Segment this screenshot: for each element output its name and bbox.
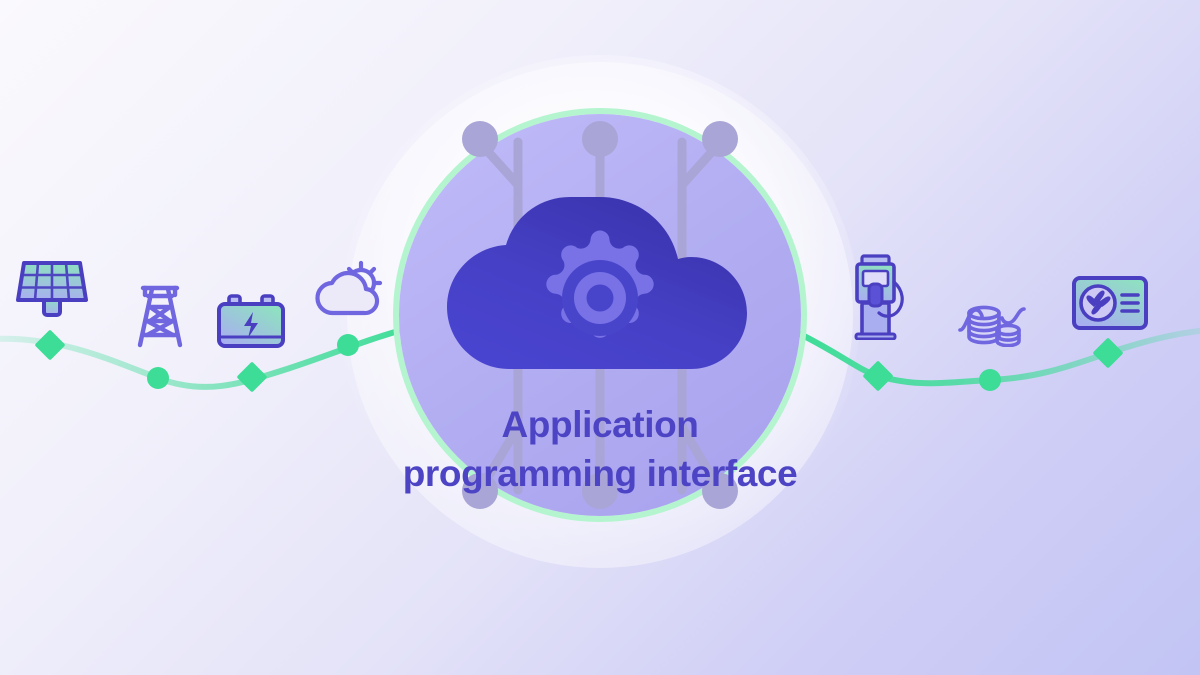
timeline-marker-5	[863, 361, 893, 391]
page-title-line1: Application	[501, 404, 699, 445]
solar-panel-icon	[14, 256, 90, 322]
circuit-nodes	[462, 121, 738, 509]
api-center-node	[340, 55, 860, 575]
sun-cloud-icon	[314, 260, 384, 320]
ev-charger-icon	[850, 254, 908, 340]
timeline-marker-7	[1093, 338, 1123, 368]
timeline-marker-6	[979, 369, 1001, 391]
page-title: Application programming interface	[340, 400, 860, 498]
gear-icon	[546, 230, 654, 338]
timeline-markers	[35, 330, 1123, 392]
timeline-marker-1	[35, 330, 65, 360]
page-title-line2: programming interface	[402, 453, 798, 494]
battery-icon	[214, 291, 288, 349]
center-ring	[393, 108, 807, 522]
smart-meter-icon	[1070, 274, 1150, 332]
timeline-marker-4	[337, 334, 359, 356]
timeline-marker-3	[237, 362, 267, 392]
power-tower-icon	[134, 283, 186, 349]
timeline-marker-2	[147, 367, 169, 389]
coins-flow-icon	[958, 297, 1026, 347]
